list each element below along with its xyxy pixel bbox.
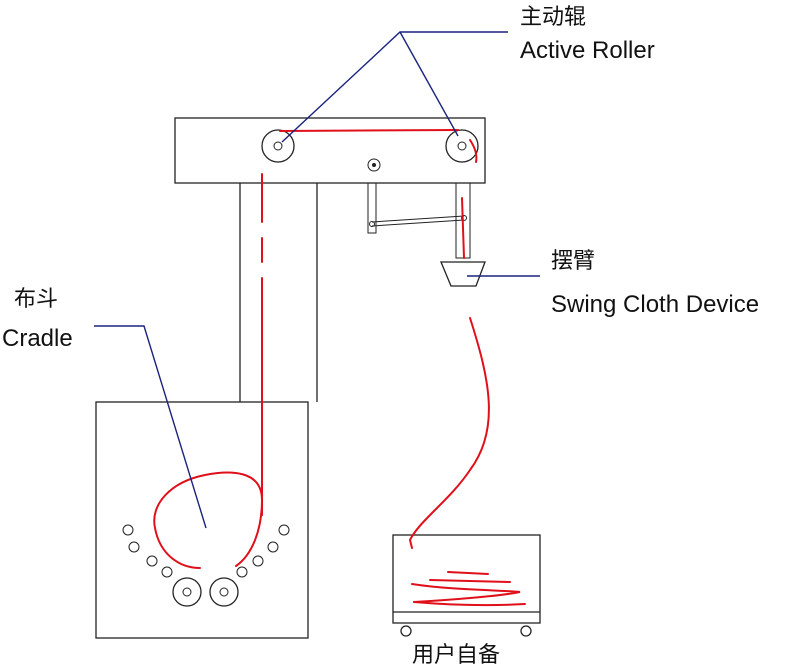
- cradle-box: [95, 401, 309, 639]
- active-roller-label-zh: 主动辊: [520, 5, 586, 30]
- cradle-guide-rollers: [122, 524, 290, 578]
- swing-cloth-funnel: [440, 261, 486, 287]
- cradle-label-en: Cradle: [2, 325, 73, 352]
- active-roller-leader: [281, 31, 508, 143]
- cradle-label-zh: 布斗: [14, 287, 58, 312]
- top-housing: [174, 117, 486, 184]
- active-roller-label-en: Active Roller: [520, 37, 655, 64]
- swing-cloth-label-zh: 摆臂: [551, 249, 595, 274]
- cradle-bottom-rollers: [172, 577, 239, 607]
- swing-arm-bracket: [367, 182, 471, 259]
- active-roller-right: [445, 129, 479, 163]
- fabric-path: [153, 129, 526, 607]
- center-pivot: [367, 158, 381, 172]
- user-cart: [392, 534, 541, 637]
- cradle-leader: [94, 325, 207, 529]
- user-supplied-label: 用户自备: [412, 643, 500, 668]
- active-roller-left: [261, 129, 295, 163]
- swing-cloth-label-en: Swing Cloth Device: [551, 291, 759, 318]
